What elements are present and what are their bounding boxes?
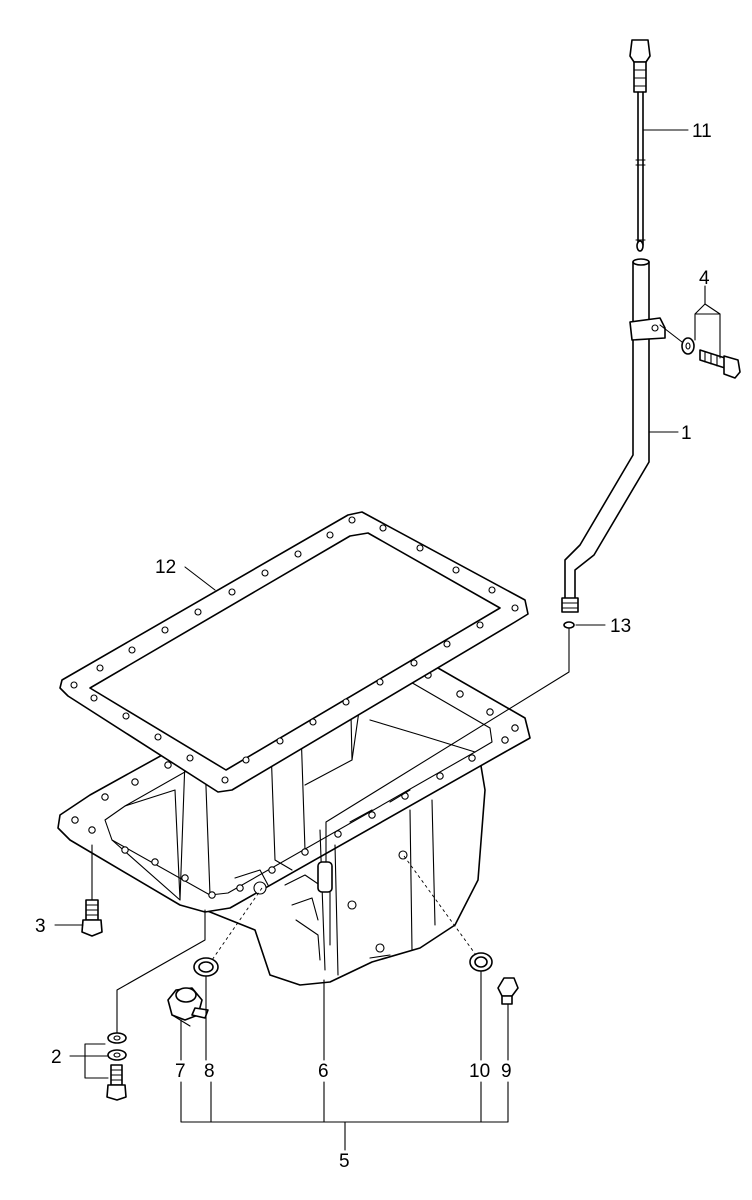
o-ring-13	[563, 621, 575, 629]
callout-9: 9	[501, 1061, 512, 1082]
callout-1: 1	[681, 423, 692, 444]
drain-gasket-8	[193, 957, 219, 977]
washers-and-bolt-2	[106, 1032, 127, 1101]
bracket-bolt-and-washer	[681, 337, 741, 379]
drain-gasket-10	[469, 952, 493, 972]
dipstick-guide-tube	[561, 258, 666, 613]
callout-13: 13	[610, 616, 631, 637]
callout-12: 12	[155, 557, 176, 578]
callout-10: 10	[469, 1061, 490, 1082]
gasket-holes	[70, 516, 519, 784]
callout-4: 4	[699, 268, 710, 289]
callout-11: 11	[692, 121, 712, 142]
callout-labels: 11 4 1 12 13 3 2 7 8 6 10 9 5	[35, 121, 712, 1172]
drain-plug-7	[167, 987, 209, 1027]
callout-3: 3	[35, 916, 46, 937]
callout-5: 5	[339, 1151, 350, 1172]
callout-6: 6	[318, 1061, 329, 1082]
oil-pan	[57, 639, 531, 986]
drain-plug-9	[497, 977, 519, 1005]
dipstick	[629, 39, 651, 252]
callout-8: 8	[204, 1061, 215, 1082]
leader-lines	[54, 129, 721, 1151]
flange-bolt-3	[81, 899, 103, 937]
oil-pan-gasket	[59, 511, 529, 793]
callout-2: 2	[51, 1047, 62, 1068]
callout-7: 7	[175, 1061, 186, 1082]
